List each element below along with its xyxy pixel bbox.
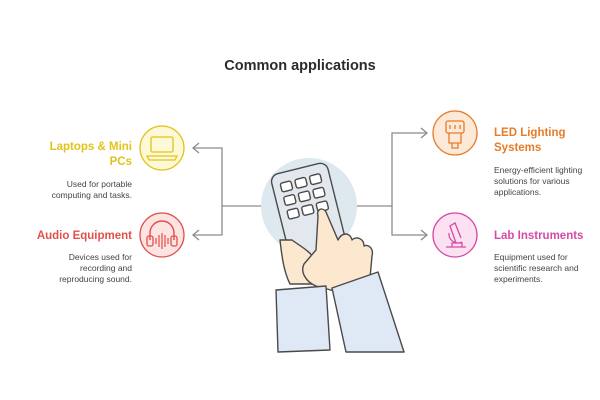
label-laptops-mini-pcs: Laptops & Mini PCs [20, 140, 132, 170]
description-line: Energy-efficient lighting [494, 165, 583, 175]
microscope-icon [432, 212, 478, 258]
label-line: Audio Equipment [36, 230, 132, 242]
description-audio: Devices used for recording and reproduci… [10, 252, 132, 285]
description-line: experiments. [494, 274, 543, 284]
arrowhead-laptops [191, 142, 200, 154]
connector-lab [391, 206, 427, 236]
laptop-icon [139, 125, 185, 171]
description-line: Devices used for [68, 252, 132, 262]
description-laptops: Used for portable computing and tasks. [20, 179, 132, 201]
arrowhead-lab [420, 229, 429, 241]
hand-pressing-keypad-icon [261, 158, 405, 353]
description-line: computing and tasks. [51, 190, 132, 200]
label-line: PCs [109, 156, 132, 168]
label-line: Laptops & Mini [49, 141, 132, 153]
description-lab: Equipment used for scientific research a… [494, 252, 598, 285]
connector-led [356, 132, 427, 207]
description-line: Equipment used for [494, 252, 568, 262]
label-line: Systems [494, 142, 542, 154]
led-bulb-icon [432, 110, 478, 156]
connector-audio [193, 206, 223, 236]
description-led: Energy-efficient lighting solutions for … [494, 165, 598, 198]
arrowhead-led [420, 127, 429, 139]
label-line: LED Lighting [494, 127, 566, 139]
label-lab-instruments: Lab Instruments [494, 229, 598, 244]
label-led-lighting: LED Lighting Systems [494, 126, 598, 156]
arrowhead-audio [191, 229, 200, 241]
description-line: solutions for various [494, 176, 570, 186]
connector-laptops [193, 147, 262, 207]
label-line: Lab Instruments [494, 230, 584, 242]
description-line: applications. [494, 187, 542, 197]
description-line: recording and [80, 263, 132, 273]
label-audio-equipment: Audio Equipment [10, 229, 132, 244]
diagram-title: Common applications [224, 58, 376, 74]
description-line: Used for portable [66, 179, 132, 189]
description-line: scientific research and [494, 263, 579, 273]
description-line: reproducing sound. [59, 274, 132, 284]
headphones-icon [139, 212, 185, 258]
connectors [191, 127, 429, 241]
